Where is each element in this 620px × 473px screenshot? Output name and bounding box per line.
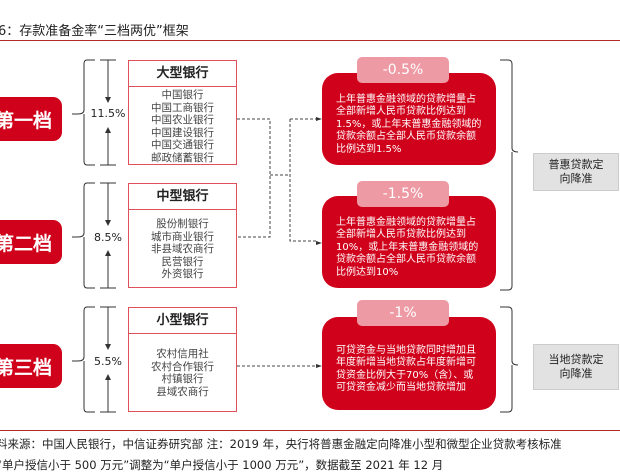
bank-type: 中型银行 bbox=[129, 184, 236, 210]
bank-item: 非县域农商行 bbox=[151, 243, 214, 255]
bank-type: 小型银行 bbox=[129, 308, 236, 334]
reserve-rate-3: 5.5% bbox=[88, 355, 128, 368]
brace-tier2 bbox=[72, 182, 95, 289]
bank-item: 中国银行 bbox=[161, 89, 204, 101]
bank-item: 农村信用社 bbox=[156, 348, 209, 360]
brace-tier1 bbox=[72, 59, 95, 166]
reserve-rate-1: 11.5% bbox=[88, 107, 128, 120]
dashed-link-2 bbox=[270, 118, 316, 242]
condition-text: 上年普惠金融领域的贷款增量占全部新增人民币贷款比例达到10%，或上年末普惠金融领… bbox=[336, 216, 479, 278]
bank-item: 民营银行 bbox=[161, 255, 204, 268]
bank-box-small: 小型银行 农村信用社 农村合作银行 村镇银行 县域农商行 bbox=[128, 307, 237, 412]
tier-label-2: 第二档 bbox=[0, 220, 62, 264]
brace-right-1 bbox=[500, 59, 519, 291]
bank-item: 城市商业银行 bbox=[151, 230, 214, 243]
bank-item: 县域农商行 bbox=[156, 385, 209, 398]
brace-tier3 bbox=[72, 306, 95, 413]
arrow-tier3 bbox=[100, 306, 116, 413]
rate-cut-badge-1: -0.5% bbox=[357, 57, 449, 83]
outcome-local-loan: 当地贷款定向降准 bbox=[533, 344, 619, 390]
condition-text: 上年普惠金融领域的贷款增量占全部新增人民币贷款比例达到1.5%，或上年末普惠金融… bbox=[336, 93, 482, 155]
title-divider bbox=[0, 40, 620, 41]
bank-item: 村镇银行 bbox=[161, 373, 204, 385]
tier-label-1: 第一档 bbox=[0, 97, 62, 141]
bank-item: 股份制银行 bbox=[156, 218, 209, 230]
outcome-text: 当地贷款定向降准 bbox=[548, 353, 604, 380]
bank-item: 中国工商银行 bbox=[151, 101, 214, 114]
bank-item: 邮政储蓄银行 bbox=[151, 151, 214, 164]
footer-divider bbox=[0, 430, 620, 431]
condition-box-3: 可贷资金与当地贷款同时增加且年度新增当地贷款占年度新增可贷资金比例大于70%（含… bbox=[322, 317, 496, 410]
arrow-tier1 bbox=[100, 59, 116, 166]
bank-item: 中国交通银行 bbox=[151, 139, 214, 151]
bank-item: 中国农业银行 bbox=[151, 114, 214, 126]
rate-cut-badge-2: -1.5% bbox=[357, 181, 449, 207]
condition-text: 可贷资金与当地贷款同时增加且年度新增当地贷款占年度新增可贷资金比例大于70%（含… bbox=[336, 344, 476, 394]
bank-item: 外资银行 bbox=[161, 268, 204, 280]
bank-type: 大型银行 bbox=[129, 61, 236, 87]
outcome-inclusive-finance: 普惠贷款定向降准 bbox=[533, 153, 619, 191]
rate-cut-badge-3: -1% bbox=[357, 300, 449, 326]
bank-item: 农村合作银行 bbox=[151, 360, 214, 373]
arrow-tier2 bbox=[100, 182, 116, 289]
tier-label-3: 第三档 bbox=[0, 344, 62, 388]
bank-box-large: 大型银行 中国银行 中国工商银行 中国农业银行 中国建设银行 中国交通银行 邮政… bbox=[128, 60, 237, 165]
dashed-link-1 bbox=[237, 118, 271, 238]
condition-box-1: 上年普惠金融领域的贷款增量占全部新增人民币贷款比例达到1.5%，或上年末普惠金融… bbox=[322, 73, 496, 165]
figure-title: 6：存款准备金率“三档两优”框架 bbox=[0, 24, 189, 39]
outcome-text: 普惠贷款定向降准 bbox=[548, 158, 604, 185]
condition-box-2: 上年普惠金融领域的贷款增量占全部新增人民币贷款比例达到10%，或上年末普惠金融领… bbox=[322, 196, 496, 288]
source-note-cont: “单户授信小于 500 万元”调整为“单户授信小于 1000 万元”，数据截至 … bbox=[0, 458, 444, 472]
source-note: 料来源：中国人民银行，中信证券研究部 注：2019 年，央行将普惠金融定向降准小… bbox=[0, 437, 562, 451]
bank-item: 中国建设银行 bbox=[151, 126, 214, 139]
brace-right-2 bbox=[500, 306, 519, 413]
reserve-rate-2: 8.5% bbox=[88, 231, 128, 244]
bank-box-medium: 中型银行 股份制银行 城市商业银行 非县域农商行 民营银行 外资银行 bbox=[128, 183, 237, 288]
